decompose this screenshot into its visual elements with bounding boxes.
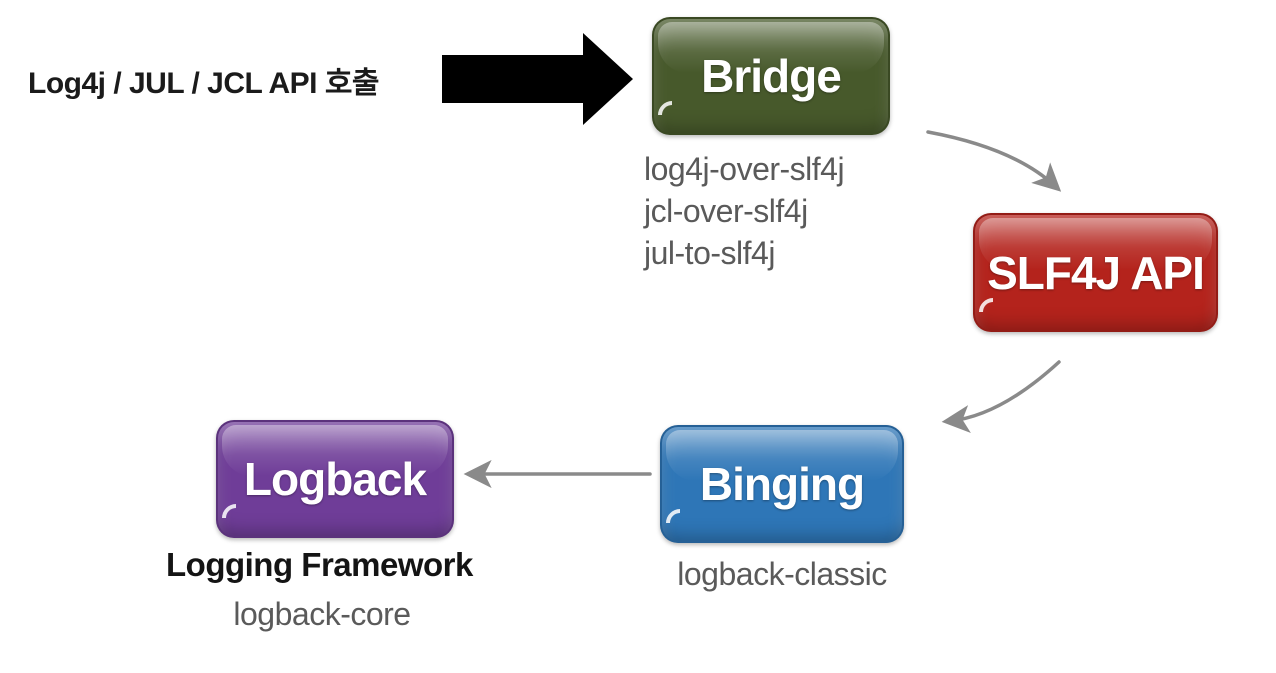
bridge-module-list: log4j-over-slf4j jcl-over-slf4j jul-to-s… (644, 148, 845, 274)
module-item: jcl-over-slf4j (644, 193, 808, 229)
input-arrow (442, 33, 633, 125)
node-bridge-label: Bridge (701, 50, 842, 102)
binding-module-label: logback-classic (677, 556, 887, 592)
node-binding: Binging (660, 425, 904, 543)
node-logback-label: Logback (243, 453, 427, 505)
node-slf4j-api: SLF4J API (973, 213, 1218, 332)
logback-core-label: logback-core (233, 596, 411, 632)
input-api-label: Log4j / JUL / JCL API 호출 (28, 67, 380, 100)
node-slf4j-api-label: SLF4J API (987, 246, 1205, 299)
module-item: jul-to-slf4j (644, 235, 775, 271)
node-logback: Logback (216, 420, 454, 538)
node-binding-label: Binging (699, 458, 865, 510)
arrow-bridge-to-slf4j (926, 130, 1062, 192)
node-bridge: Bridge (652, 17, 890, 135)
logback-framework-caption: Logging Framework (166, 546, 473, 583)
arrow-slf4j-to-binding (941, 360, 1061, 433)
module-item: log4j-over-slf4j (644, 151, 845, 187)
